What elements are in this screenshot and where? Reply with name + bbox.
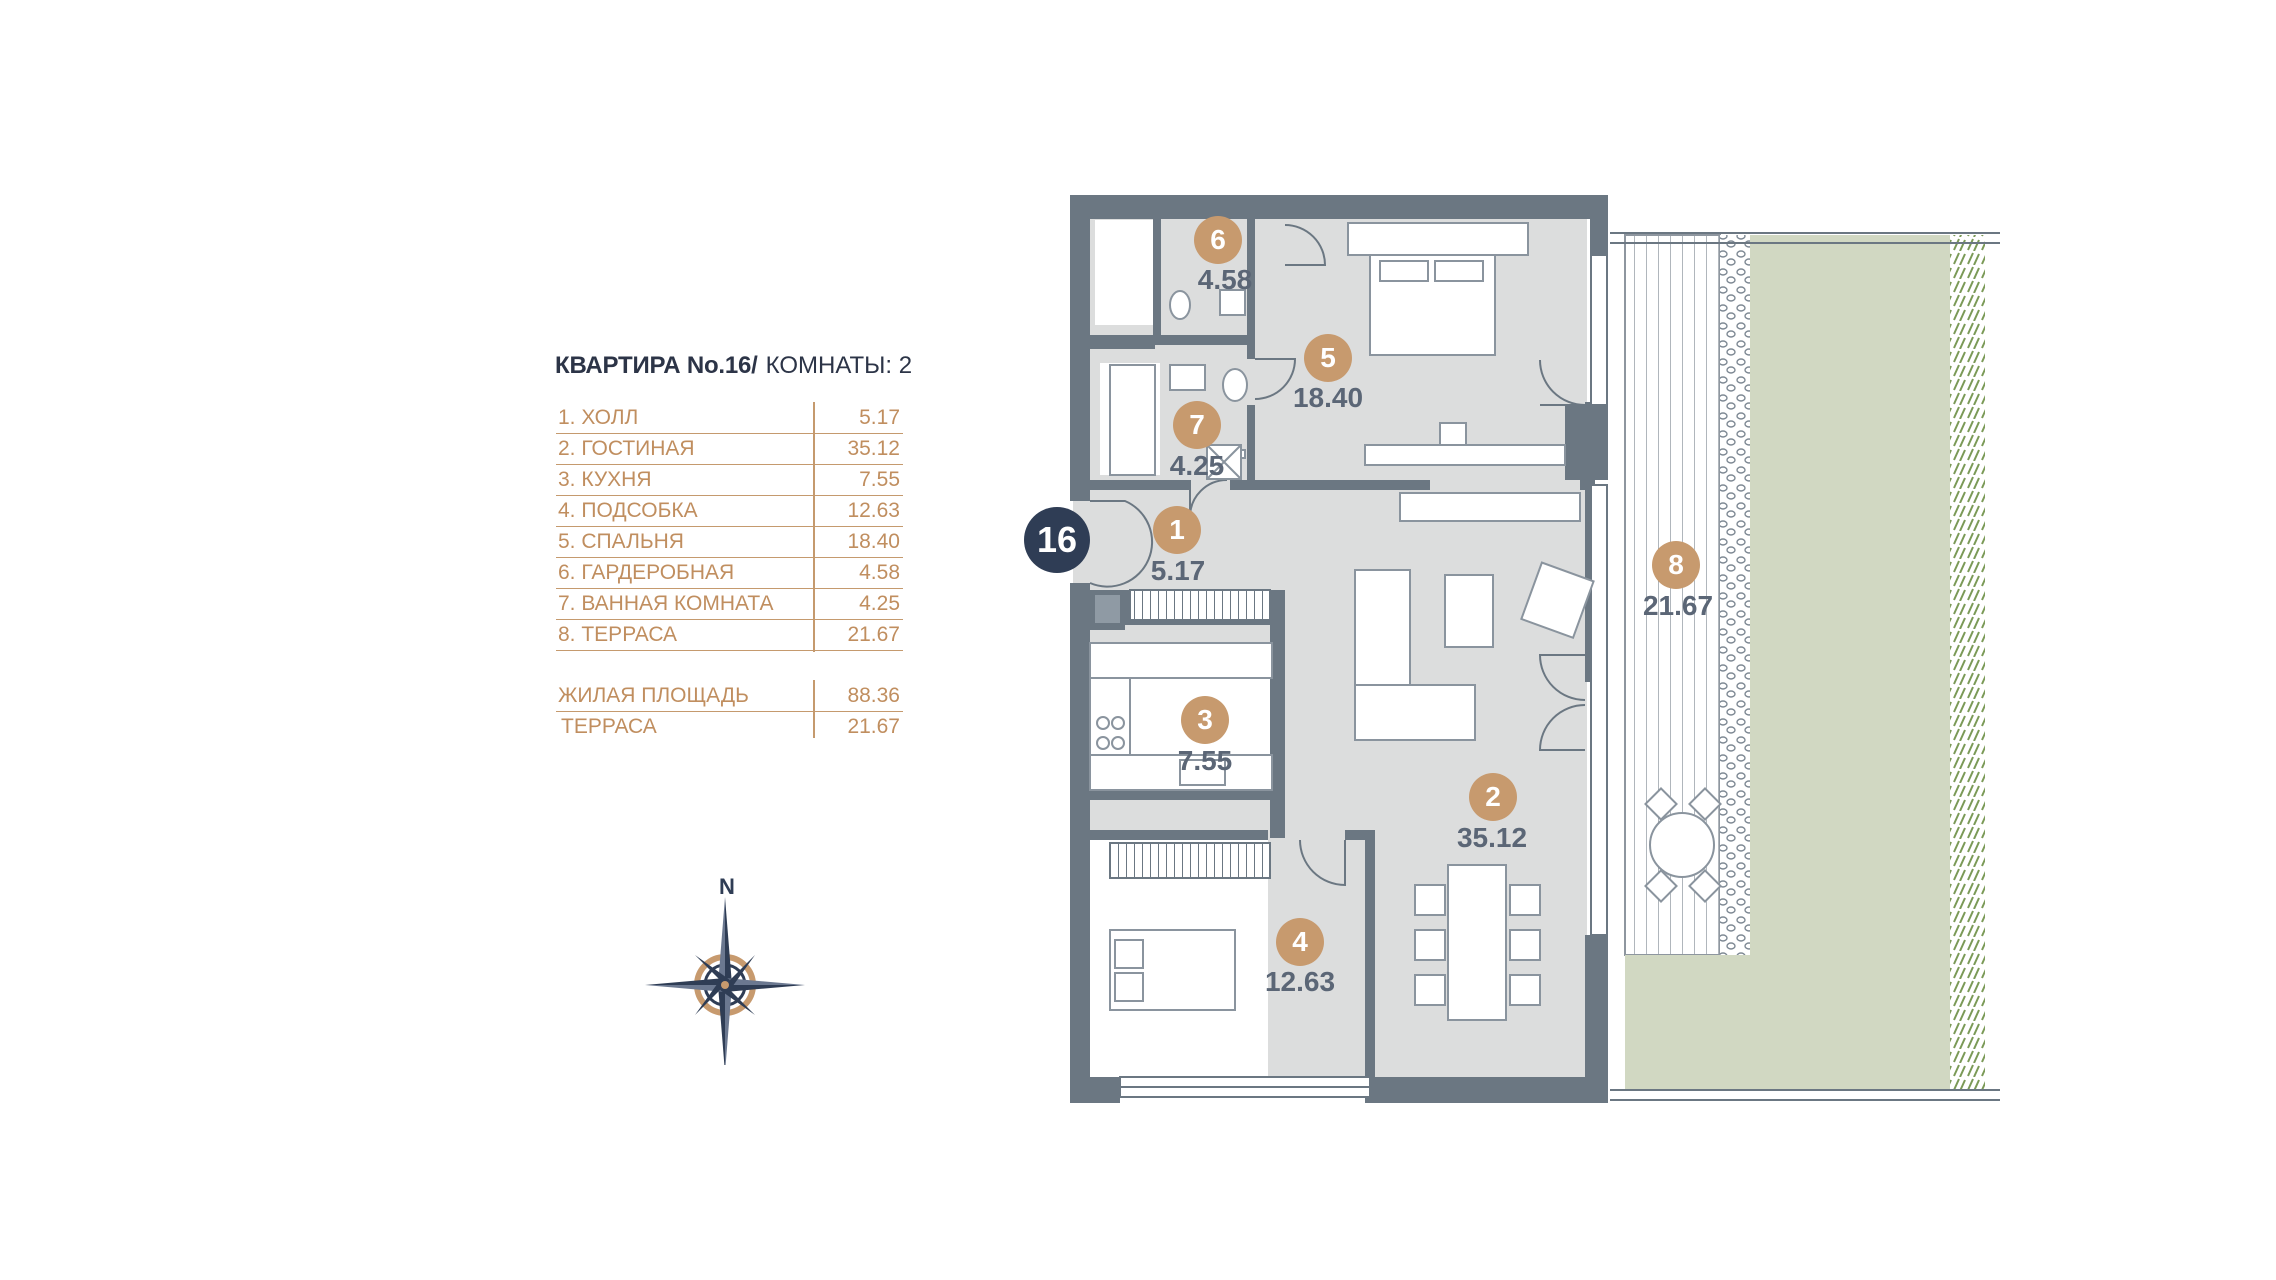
room-3-number: 3 <box>1181 696 1229 744</box>
legend-row-bathroom: 7. ВАННАЯ КОМНАТА 4.25 <box>556 588 903 620</box>
room-6-number: 6 <box>1194 216 1242 264</box>
room-1-number: 1 <box>1153 506 1201 554</box>
legend-row-terrace: 8. ТЕРРАСА 21.67 <box>556 619 903 651</box>
legend-divider <box>813 402 815 652</box>
legend-row-wardrobe: 6. ГАРДЕРОБНАЯ 4.58 <box>556 557 903 589</box>
room-8-area: 21.67 <box>1642 590 1714 621</box>
legend-total-terrace: ТЕРРАСА 21.67 <box>561 715 900 738</box>
room-4-number: 4 <box>1276 918 1324 966</box>
legend-row-kitchen: 3. КУХНЯ 7.55 <box>556 464 903 496</box>
legend-row-bedroom: 5. СПАЛЬНЯ 18.40 <box>556 526 903 558</box>
room-8-number: 8 <box>1652 541 1700 589</box>
floor-plan-drawing <box>1070 195 2000 1103</box>
legend-row-living-room: 2. ГОСТИНАЯ 35.12 <box>556 433 903 465</box>
rooms-count: КОМНАТЫ: 2 <box>765 352 913 379</box>
room-4-area: 12.63 <box>1264 966 1336 997</box>
room-2-number: 2 <box>1469 773 1517 821</box>
room-3-area: 7.55 <box>1177 745 1233 776</box>
room-7-number: 7 <box>1173 401 1221 449</box>
room-6-area: 4.58 <box>1197 264 1253 295</box>
room-2-area: 35.12 <box>1456 822 1528 853</box>
legend-total-living-area: ЖИЛАЯ ПЛОЩАДЬ 88.36 <box>556 680 903 712</box>
room-7-area: 4.25 <box>1169 450 1225 481</box>
apartment-number: КВАРТИРА No.16/ <box>555 352 758 379</box>
legend-title: КВАРТИРА No.16/КОМНАТЫ: 2 <box>555 352 912 380</box>
apartment-badge: 16 <box>1024 507 1090 573</box>
room-5-area: 18.40 <box>1292 382 1364 413</box>
legend-row-utility: 4. ПОДСОБКА 12.63 <box>556 495 903 527</box>
room-1-area: 5.17 <box>1150 555 1206 586</box>
compass-north-label: N <box>719 874 735 899</box>
room-5-number: 5 <box>1304 334 1352 382</box>
compass-rose-icon <box>645 897 805 1065</box>
legend-row-hall: 1. ХОЛЛ 5.17 <box>556 402 903 434</box>
legend-totals-divider <box>813 680 815 738</box>
